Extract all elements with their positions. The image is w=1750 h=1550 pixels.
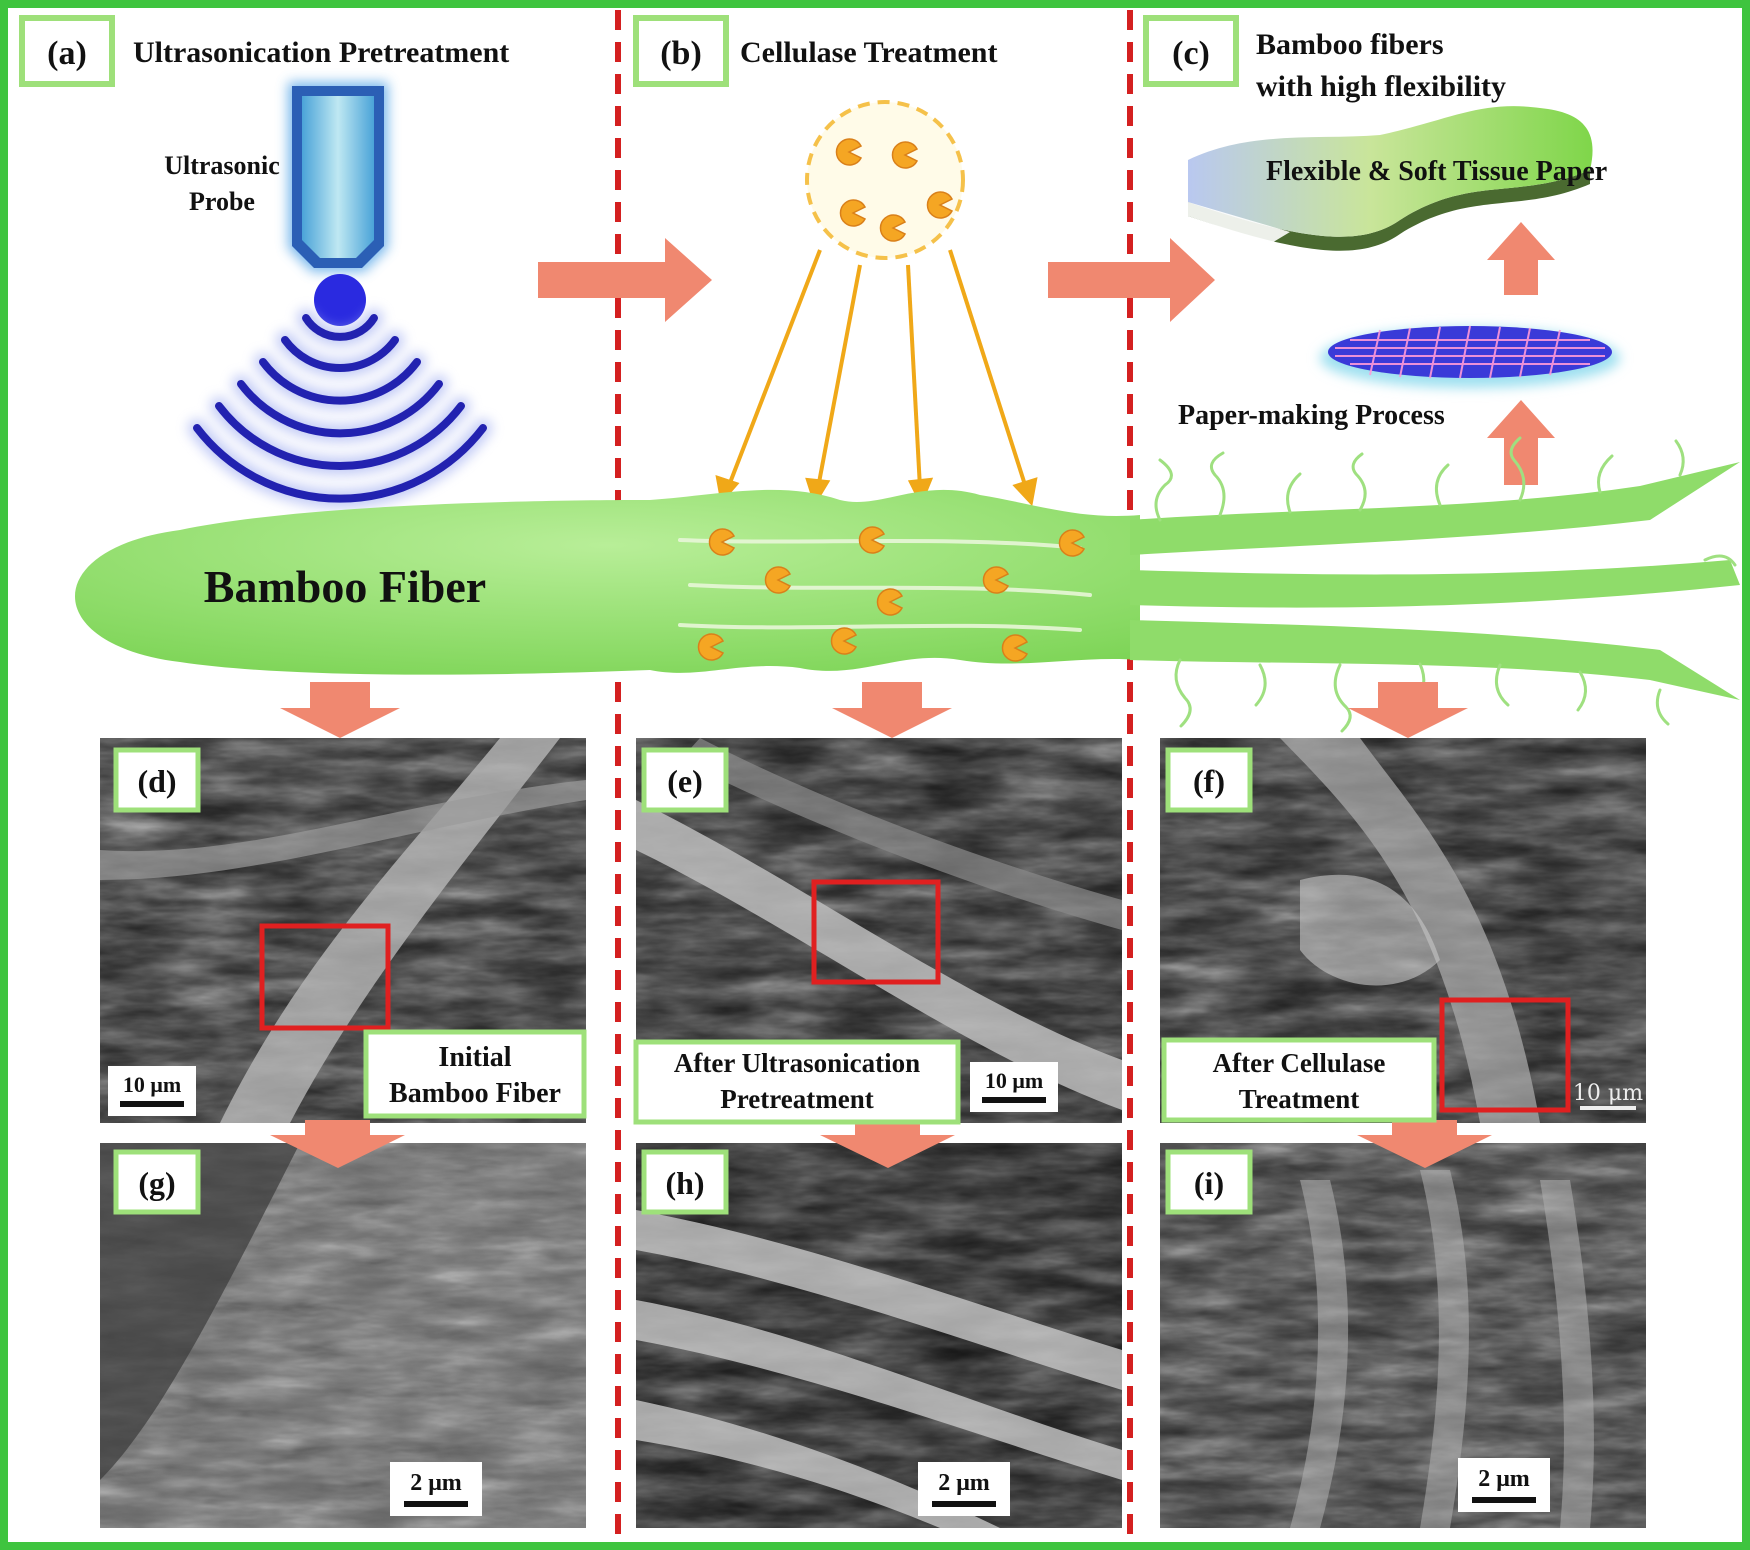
bamboo-fiber <box>75 436 1740 733</box>
tissue-paper <box>1188 106 1593 251</box>
caption-d-line2: Bamboo Fiber <box>389 1078 561 1109</box>
panel-h-tag-group: (h) <box>641 1149 729 1215</box>
panel-c-title-line2: with high flexibility <box>1256 70 1506 103</box>
fiber-label: Bamboo Fiber <box>204 561 486 612</box>
arrow-down-d <box>280 682 400 738</box>
panel-c-tag: (c) <box>1172 35 1210 72</box>
sem-g <box>100 1143 586 1528</box>
scalebar-f: 10 μm <box>1573 1081 1643 1110</box>
panel-g-tag-group: (g) <box>113 1149 201 1215</box>
probe-label-line1: Ultrasonic <box>164 151 280 180</box>
caption-e: After Ultrasonication Pretreatment <box>633 1039 961 1125</box>
scalebar-h-label: 2 μm <box>938 1470 990 1496</box>
panel-a-tag: (a) <box>47 35 87 72</box>
scalebar-d-label: 10 μm <box>123 1072 181 1097</box>
arrow-down-e <box>832 682 952 738</box>
panel-b-title: Cellulase Treatment <box>740 36 997 69</box>
sem-h <box>636 1143 1122 1528</box>
arrow-down-i <box>1357 1120 1492 1168</box>
panel-a: (a) Ultrasonication Pretreatment Ultraso… <box>19 15 509 508</box>
scalebar-e: 10 μm <box>970 1062 1058 1112</box>
enzyme-arrows <box>715 249 1038 507</box>
panel-i-tag-group: (i) <box>1165 1149 1253 1215</box>
scalebar-d: 10 μm <box>108 1066 196 1116</box>
panel-b-tag-box <box>633 15 729 87</box>
panel-b: (b) Cellulase Treatment <box>633 15 1038 507</box>
arrow-up-to-tissue <box>1487 222 1555 295</box>
scalebar-e-label: 10 μm <box>985 1068 1043 1093</box>
panel-a-tag-box <box>19 15 115 87</box>
probe-label-line2: Probe <box>189 187 255 216</box>
caption-e-line2: Pretreatment <box>720 1084 873 1114</box>
arrow-down-g <box>270 1120 405 1168</box>
scalebar-i-label: 2 μm <box>1478 1466 1530 1492</box>
caption-f-line1: After Cellulase <box>1213 1048 1386 1078</box>
caption-f: After Cellulase Treatment <box>1161 1037 1437 1123</box>
panel-c-tag-box <box>1143 15 1239 87</box>
panel-d-tag-group: (d) <box>113 747 201 813</box>
ultrasonic-waves <box>188 309 492 508</box>
tissue-label: Flexible & Soft Tissue Paper <box>1266 156 1607 187</box>
panel-b-tag: (b) <box>660 35 702 72</box>
caption-f-line2: Treatment <box>1239 1084 1359 1114</box>
panel-e-tag: (e) <box>667 763 703 799</box>
panel-f-tag-group: (f) <box>1165 747 1253 813</box>
caption-e-line1: After Ultrasonication <box>674 1048 920 1078</box>
arrow-up-to-mesh <box>1487 400 1555 485</box>
panel-i-tag: (i) <box>1194 1165 1224 1201</box>
panel-h-tag: (h) <box>665 1165 704 1201</box>
panel-f-tag: (f) <box>1193 763 1225 799</box>
panel-d-tag: (d) <box>137 763 176 799</box>
arrow-a-to-b <box>538 238 712 322</box>
panel-c-title-line1: Bamboo fibers <box>1256 28 1444 61</box>
arrow-down-f <box>1348 682 1468 738</box>
arrow-b-to-c <box>1048 238 1215 322</box>
panel-c: (c) Bamboo fibers with high flexibility … <box>1143 15 1620 485</box>
scalebar-g-label: 2 μm <box>410 1470 462 1496</box>
panel-a-title: Ultrasonication Pretreatment <box>133 36 509 69</box>
scalebar-f-label: 10 μm <box>1573 1081 1643 1106</box>
caption-d: Initial Bamboo Fiber <box>363 1029 587 1119</box>
papermaking-mesh <box>1320 325 1620 388</box>
panel-g-tag: (g) <box>138 1165 175 1201</box>
process-label: Paper-making Process <box>1178 400 1445 431</box>
scalebar-g: 2 μm <box>390 1462 482 1516</box>
scalebar-i: 2 μm <box>1458 1458 1550 1512</box>
scalebar-h: 2 μm <box>918 1462 1010 1516</box>
ultrasonic-probe <box>288 82 388 272</box>
caption-d-line1: Initial <box>438 1042 511 1073</box>
probe-tip <box>314 274 366 326</box>
panel-e-tag-group: (e) <box>641 747 729 813</box>
sem-i <box>1160 1143 1646 1528</box>
arrow-down-h <box>820 1120 955 1168</box>
